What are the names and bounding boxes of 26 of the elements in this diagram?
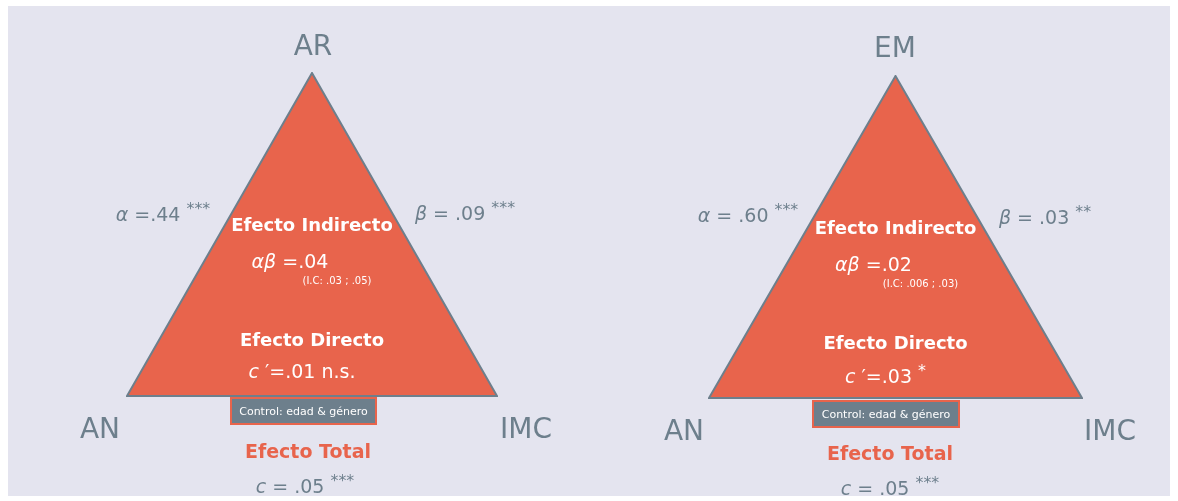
- total-effect-heading: Efecto Total: [244, 440, 372, 462]
- path-coefficient: β = .03 $^{**}$: [998, 201, 1092, 229]
- coefficient-text: αβ =.04: [251, 250, 329, 272]
- effect-heading: Efecto Indirecto: [814, 216, 977, 238]
- effect-heading: Efecto Directo: [823, 331, 968, 353]
- control-box: Control: edad & género: [230, 397, 377, 425]
- interval-text: (I.C: .03 ; .05): [302, 274, 372, 286]
- vertex-label: AN: [79, 411, 121, 445]
- vertex-label: IMC: [1084, 413, 1136, 447]
- coefficient-text: c = .05 $^{***}$: [255, 470, 355, 498]
- effect-heading: Efecto Indirecto: [231, 213, 393, 235]
- coefficient-text: c = .05 $^{***}$: [840, 472, 940, 500]
- interval-text: (I.C: .006 ; .03): [882, 277, 959, 289]
- vertex-label: AN: [663, 413, 705, 447]
- path-coefficient: β = .09 $^{***}$: [414, 197, 516, 225]
- control-box: Control: edad & género: [812, 400, 960, 428]
- coefficient-text: αβ =.02: [835, 253, 912, 275]
- coefficient-text: c ′=.01 n.s.: [248, 360, 356, 382]
- vertex-label: AR: [293, 28, 333, 62]
- path-coefficient: α = .60 $^{***}$: [697, 199, 799, 227]
- coefficient-text: c ′=.03 $^{*}$: [845, 360, 926, 388]
- vertex-label: IMC: [500, 411, 552, 445]
- effect-heading: Efecto Directo: [239, 328, 385, 350]
- vertex-label: EM: [874, 30, 916, 64]
- path-coefficient: α =.44 $^{***}$: [115, 198, 211, 226]
- total-effect-heading: Efecto Total: [826, 442, 954, 464]
